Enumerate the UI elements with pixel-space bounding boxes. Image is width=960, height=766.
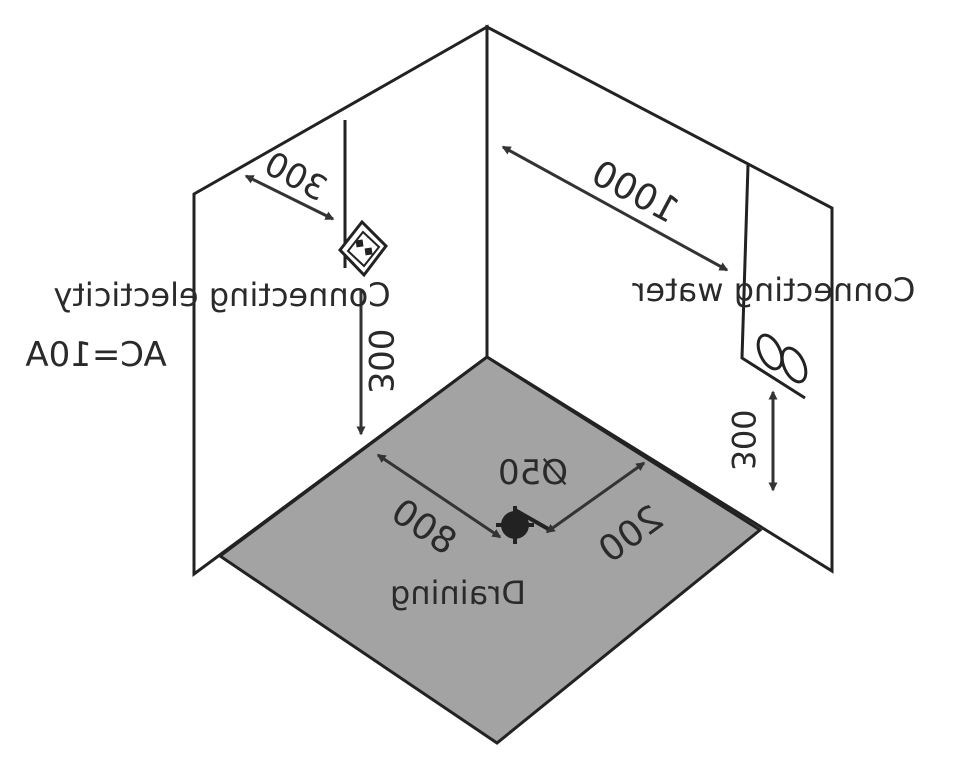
- dim-label-water-vertical: 300: [724, 409, 762, 470]
- dim-arrow-electricity-horizontal: [244, 174, 335, 221]
- dim-arrow-drain-right: [545, 461, 646, 534]
- water-valve-icon: [756, 333, 808, 384]
- label-draining: Draining: [390, 574, 526, 612]
- label-connecting-electricity: Connecting electicity: [53, 276, 390, 314]
- label-ac-rating: AC=10A: [25, 335, 166, 375]
- label-drain-diameter: Ø50: [498, 453, 568, 493]
- dim-arrow-drain-left: [376, 453, 502, 539]
- water-reference-line: [740, 164, 806, 400]
- dim-arrow-water-horizontal: [501, 145, 729, 272]
- label-connecting-water: Connecting water: [631, 271, 915, 309]
- socket-icon: [338, 219, 388, 278]
- shower-floor: [217, 355, 763, 745]
- dim-label-electricity-vertical: 300: [360, 329, 400, 394]
- drain-icon: [496, 506, 551, 544]
